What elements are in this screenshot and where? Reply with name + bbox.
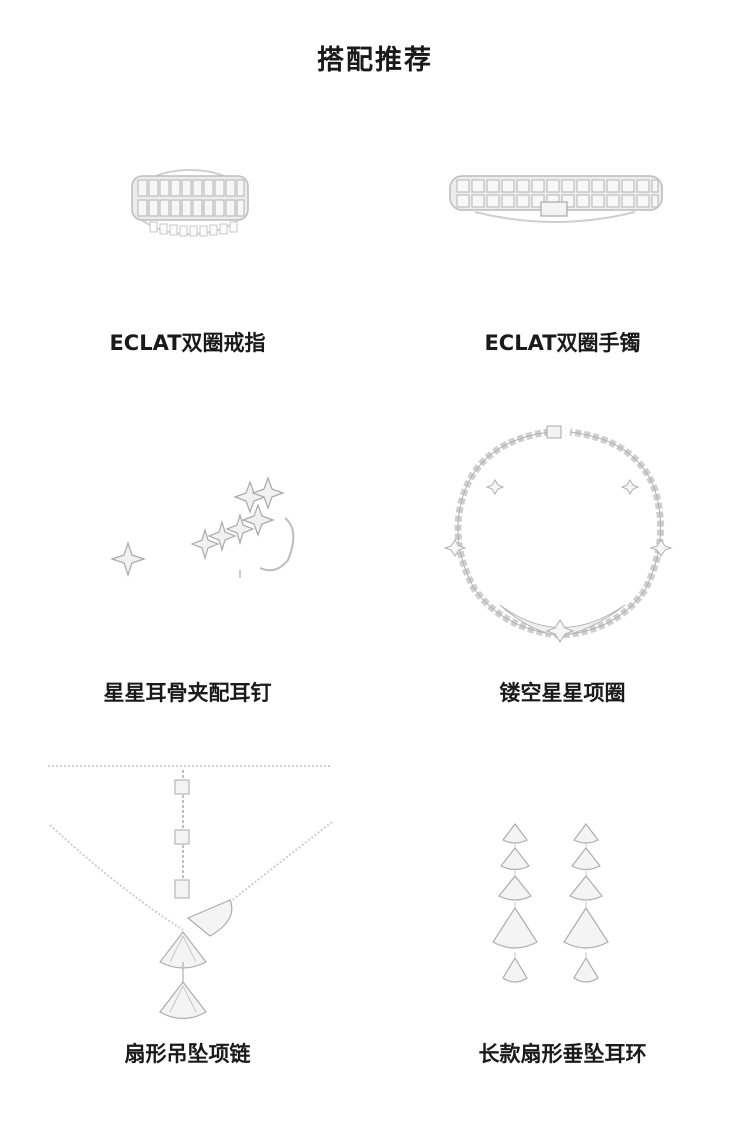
product-name: ECLAT双圈戒指 <box>109 331 266 355</box>
fan-pendant-icon <box>48 765 333 1020</box>
product-card-ring[interactable]: ECLAT双圈戒指 <box>0 120 375 370</box>
product-name: ECLAT双圈手镯 <box>484 331 641 355</box>
product-card-bracelet[interactable]: ECLAT双圈手镯 <box>375 120 750 370</box>
product-card-fan-pendant[interactable]: 扇形吊坠项链 <box>0 740 375 1100</box>
page-title: 搭配推荐 <box>317 45 433 76</box>
product-name: 镂空星星项圈 <box>499 681 626 705</box>
necklace-icon <box>443 425 673 643</box>
product-card-star-ear-cuff[interactable]: 星星耳骨夹配耳钉 <box>0 400 375 720</box>
product-image <box>375 740 750 1030</box>
product-card-fan-earrings[interactable]: 长款扇形垂坠耳环 <box>375 740 750 1100</box>
star-ear-cuff-icon <box>110 476 295 578</box>
fan-earrings-icon <box>492 823 609 983</box>
product-image <box>375 400 750 650</box>
product-name: 扇形吊坠项链 <box>124 1042 251 1066</box>
ring-icon <box>131 169 249 237</box>
product-name: 星星耳骨夹配耳钉 <box>103 681 272 705</box>
bracelet-icon <box>449 175 663 223</box>
product-name: 长款扇形垂坠耳环 <box>478 1042 647 1066</box>
product-image <box>0 740 375 1030</box>
product-image <box>0 400 375 630</box>
product-image <box>375 120 750 300</box>
product-image <box>0 120 375 300</box>
product-card-necklace[interactable]: 镂空星星项圈 <box>375 400 750 720</box>
